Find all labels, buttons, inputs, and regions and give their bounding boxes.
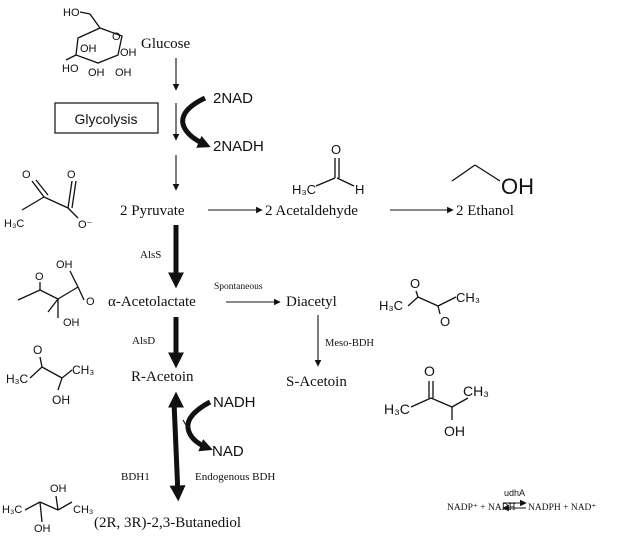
atom-label: H₃C xyxy=(379,298,403,313)
equation-left: NADP⁺ + NADH xyxy=(447,503,516,513)
atom-label: H₃C xyxy=(292,182,316,197)
atom-label: OH xyxy=(34,523,51,535)
atom-label: HO xyxy=(62,63,79,75)
atom-label: H₃C xyxy=(2,504,22,516)
enzyme-bdh1: BDH1 xyxy=(121,471,150,483)
atom-label: H₃C xyxy=(4,218,24,230)
r-acetoin-structure: O H₃C CH₃ OH xyxy=(6,343,94,407)
atom-label: OH xyxy=(63,317,80,329)
atom-label: H xyxy=(355,182,364,197)
enzyme-endogenous-bdh: Endogenous BDH xyxy=(195,471,275,483)
cofactor-nadh: NADH xyxy=(213,394,256,411)
atom-label: CH₃ xyxy=(72,363,94,377)
atom-label: O xyxy=(410,276,420,291)
atom-label: CH₃ xyxy=(463,383,489,399)
atom-label: OH xyxy=(52,393,70,407)
atom-label: CH₃ xyxy=(456,290,480,305)
compound-ethanol: 2 Ethanol xyxy=(456,203,514,219)
enzyme-meso-bdh: Meso-BDH xyxy=(325,338,374,349)
enzyme-alss: AlsS xyxy=(140,249,161,261)
atom-label: O xyxy=(35,271,44,283)
atom-label: O xyxy=(331,142,341,157)
glycolysis-box xyxy=(54,102,159,134)
atom-label: OH xyxy=(50,483,67,495)
udha-equation: udhA NADP⁺ + NADH NADPH + NAD⁺ xyxy=(447,488,596,513)
atom-label: O xyxy=(440,314,450,329)
atom-label: CH₃ xyxy=(73,504,93,516)
pyruvate-structure: O O O⁻ H₃C xyxy=(4,169,93,231)
glucose-structure: HO O OH OH HO OH OH xyxy=(62,7,137,79)
atom-label: O xyxy=(33,343,42,357)
butanediol-structure: OH H₃C CH₃ OH xyxy=(2,483,93,535)
enzyme-udha: udhA xyxy=(504,488,525,498)
atom-label: OH xyxy=(444,423,465,439)
atom-label: O⁻ xyxy=(78,219,93,231)
acetolactate-structure: O OH O OH xyxy=(17,259,95,329)
arrow-nad-cycle-1 xyxy=(180,95,211,148)
atom-label: O xyxy=(67,169,76,181)
process-spontaneous: Spontaneous xyxy=(214,282,263,292)
process-glycolysis: Glycolysis xyxy=(74,111,137,127)
atom-label: H₃C xyxy=(384,401,410,417)
atom-label: O xyxy=(86,296,95,308)
compound-butanediol: (2R, 3R)-2,3-Butanediol xyxy=(94,515,241,531)
diacetyl-structure: O O H₃C CH₃ xyxy=(379,276,480,329)
atom-label: OH xyxy=(501,174,534,199)
acetaldehyde-structure: O H₃C H xyxy=(292,142,364,197)
compound-pyruvate: 2 Pyruvate xyxy=(120,203,185,219)
atom-label: OH xyxy=(56,259,73,271)
ethanol-structure: OH xyxy=(451,164,534,199)
s-acetoin-structure: O H₃C CH₃ OH xyxy=(384,363,489,439)
atom-label: O xyxy=(112,31,121,43)
atom-label: O xyxy=(424,363,435,379)
equation-right: NADPH + NAD⁺ xyxy=(528,503,596,513)
arrow-nad-cycle-2 xyxy=(185,399,213,452)
compound-acetolactate: α-Acetolactate xyxy=(108,294,196,310)
atom-label: OH xyxy=(80,43,97,55)
atom-label: OH xyxy=(88,67,105,79)
cofactor-2nad: 2NAD xyxy=(213,90,253,107)
cofactor-nad: NAD xyxy=(212,443,244,460)
atom-label: O xyxy=(22,169,31,181)
atom-label: OH xyxy=(120,47,137,59)
compound-glucose: Glucose xyxy=(141,36,190,52)
compound-s-acetoin: S-Acetoin xyxy=(286,374,347,390)
cofactor-2nadh: 2NADH xyxy=(213,138,264,155)
enzyme-alsd: AlsD xyxy=(132,335,155,347)
atom-label: OH xyxy=(115,67,132,79)
atom-label: HO xyxy=(63,7,80,19)
compound-r-acetoin: R-Acetoin xyxy=(131,369,194,385)
compound-acetaldehyde: 2 Acetaldehyde xyxy=(265,203,358,219)
arrow-racetoin-butanediol xyxy=(169,401,186,502)
atom-label: H₃C xyxy=(6,372,29,386)
compound-diacetyl: Diacetyl xyxy=(286,294,337,310)
